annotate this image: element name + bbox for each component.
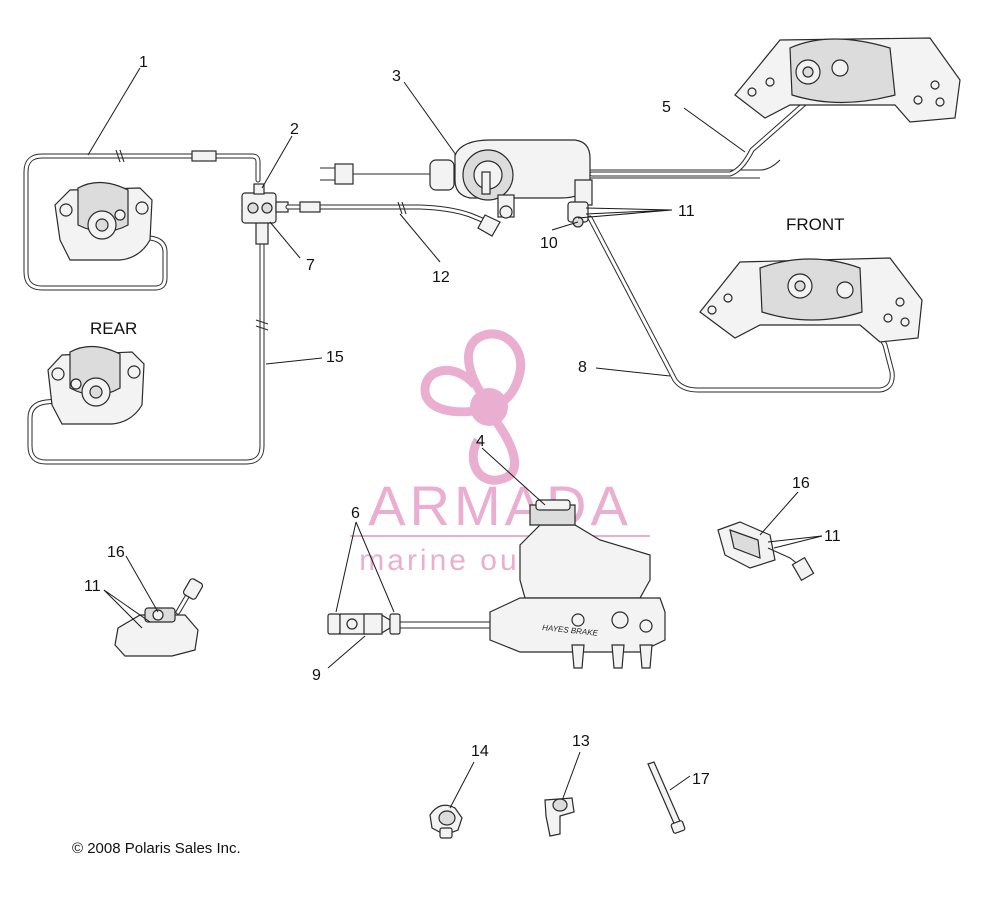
callout-11-top: 11	[678, 203, 695, 220]
callout-2: 2	[290, 121, 299, 138]
propeller-logo-icon	[420, 329, 526, 485]
rear-brake-lines	[23, 149, 269, 465]
callout-7: 7	[306, 257, 315, 274]
callout-13: 13	[572, 733, 590, 750]
pushrod-clevis	[327, 613, 401, 635]
callout-11-left: 11	[84, 578, 101, 595]
hose-fitting	[191, 150, 217, 162]
front-caliper-lower	[699, 257, 923, 343]
callout-3: 3	[392, 68, 401, 85]
callout-6: 6	[351, 505, 360, 522]
callout-5: 5	[662, 99, 671, 116]
front-label: FRONT	[786, 215, 845, 234]
copyright-notice: © 2008 Polaris Sales Inc.	[72, 840, 241, 857]
master-cylinder: HAYES BRAKE	[400, 499, 666, 669]
leader-lines	[87, 67, 823, 809]
middle-brake-line	[285, 201, 501, 237]
callout-16-left: 16	[107, 544, 125, 561]
callout-17: 17	[692, 771, 710, 788]
rear-caliper-lower	[47, 345, 145, 425]
cable-tie-17	[647, 761, 686, 834]
callout-10: 10	[540, 235, 558, 252]
callout-numbers: 1 2 3 4 5 6 7 8 9 10 11 12 13 14 15 16 1…	[84, 54, 841, 788]
callout-16-right: 16	[792, 475, 810, 492]
hose-fitting	[255, 221, 269, 245]
brake-light-switch-right	[717, 521, 815, 582]
callout-11-right: 11	[824, 528, 841, 545]
brake-tee-block	[241, 183, 289, 224]
watermark: ARMADA marine outboards	[350, 329, 650, 577]
watermark-brand: ARMADA	[368, 474, 632, 537]
front-brake-line-upper	[589, 87, 823, 177]
brake-switch-assembly	[320, 139, 781, 219]
brake-light-switch-left	[114, 578, 204, 657]
callout-15: 15	[326, 349, 344, 366]
front-caliper-upper	[734, 37, 961, 123]
cable-clip-13	[544, 797, 575, 837]
rear-caliper-upper	[54, 181, 153, 261]
callout-8: 8	[578, 359, 587, 376]
hose-clamp-14	[429, 804, 463, 839]
callout-4: 4	[476, 433, 485, 450]
callout-1: 1	[139, 54, 148, 71]
callout-14: 14	[471, 743, 489, 760]
callout-9: 9	[312, 667, 321, 684]
callout-12: 12	[432, 269, 450, 286]
rear-label: REAR	[90, 319, 137, 338]
